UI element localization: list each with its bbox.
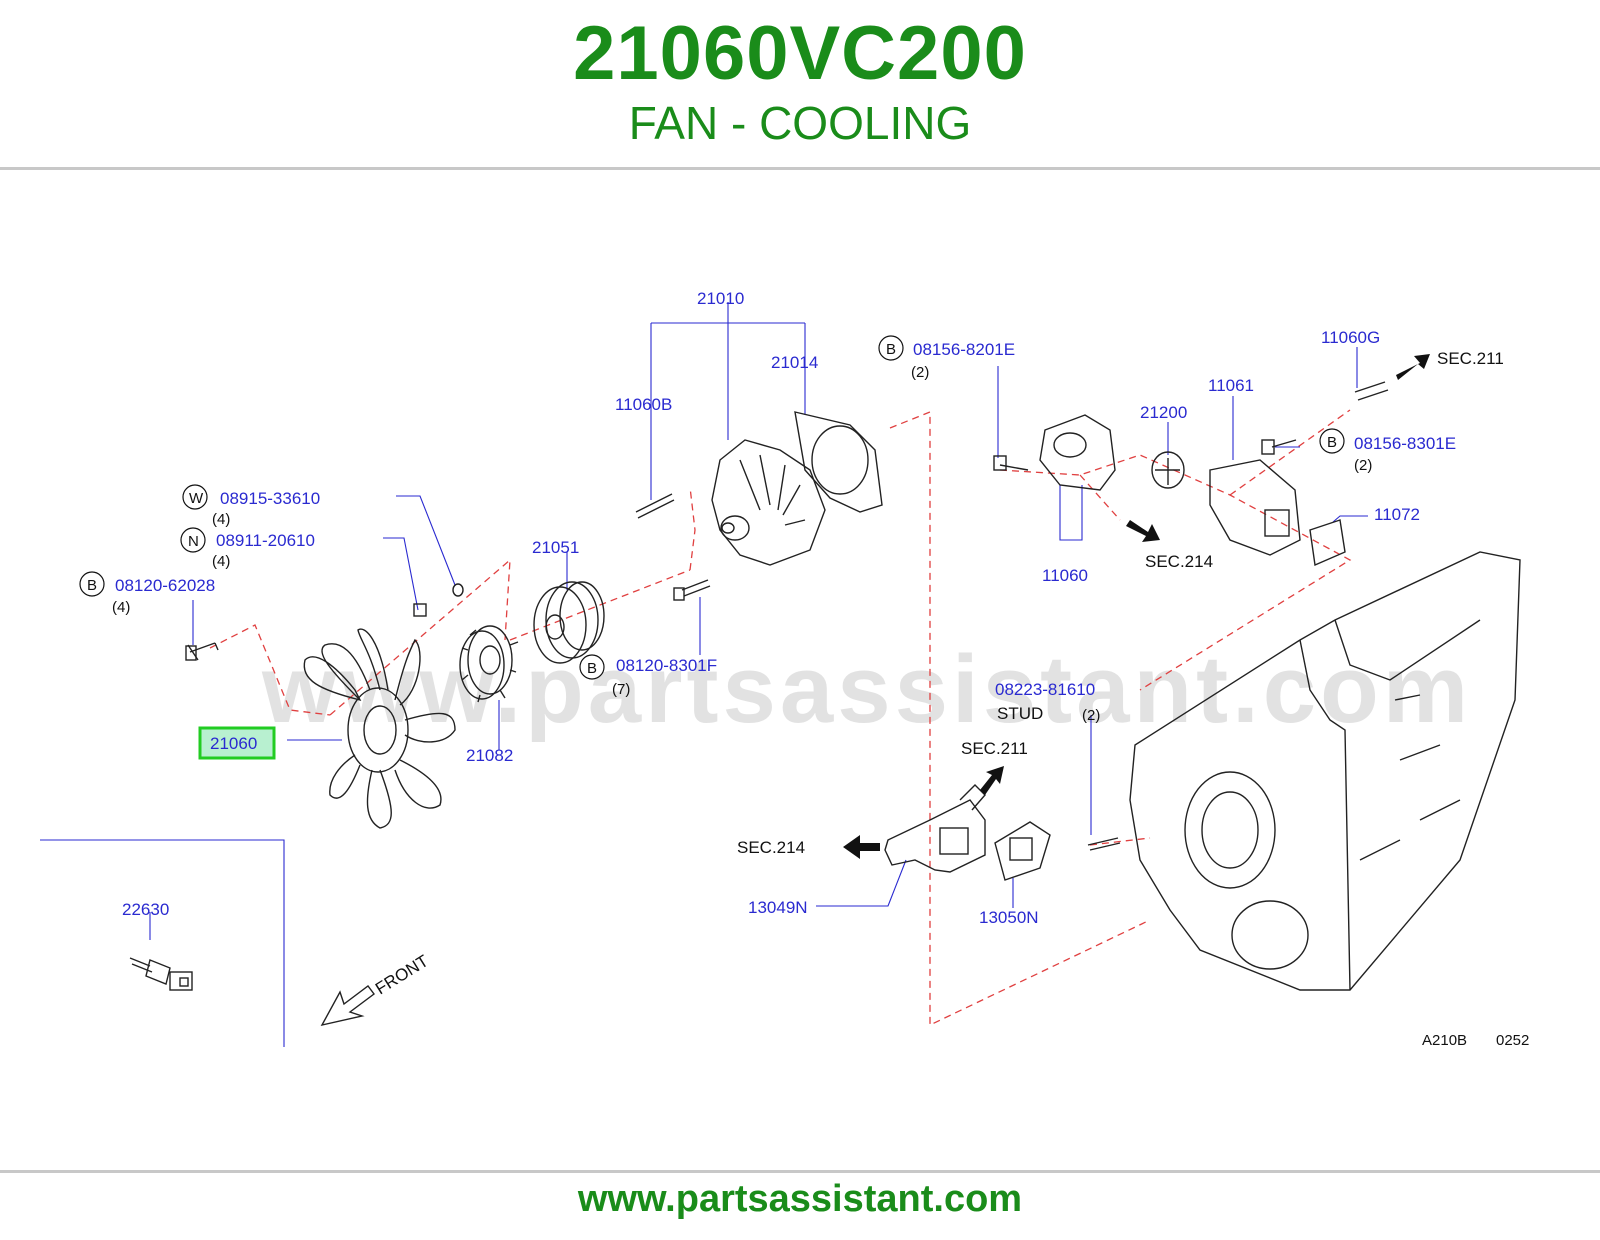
header-divider [0, 167, 1600, 170]
temperature-sensor-drawing [129, 957, 193, 991]
water-pump-drawing [711, 411, 883, 566]
circle-letter-b-3: B [886, 341, 896, 358]
circle-letter-b-4: B [1327, 434, 1337, 451]
part-link-08156-8201E[interactable]: 08156-8201E [913, 340, 1015, 359]
part-link-11061[interactable]: 11061 [1208, 376, 1254, 395]
part-labels: 21010 21014 11060B 21051 21082 21060 226… [115, 289, 1456, 927]
part-link-08156-8301E[interactable]: 08156-8301E [1354, 434, 1456, 453]
part-link-21082[interactable]: 21082 [466, 746, 513, 765]
part-link-11072[interactable]: 11072 [1374, 505, 1420, 524]
circle-letter-b-1: B [87, 577, 97, 594]
part-link-22630[interactable]: 22630 [122, 900, 169, 919]
part-link-21051[interactable]: 21051 [532, 538, 579, 557]
sec214-lower-label[interactable]: SEC.214 [737, 838, 805, 857]
part-link-11060[interactable]: 11060 [1042, 566, 1088, 585]
arrow-sec211-lower-icon [980, 766, 1004, 795]
section-notes: STUD SEC.211 SEC.211 SEC.214 SEC.214 A21… [737, 349, 1529, 1049]
circle-letter-w: W [189, 490, 204, 507]
circle-letter-b-2: B [587, 660, 597, 677]
part-link-21010[interactable]: 21010 [697, 289, 744, 308]
part-link-08911-20610[interactable]: 08911-20610 [216, 531, 315, 550]
circle-markers: W N B B B B [79, 335, 1345, 680]
thermostat-housing-drawing [1039, 414, 1346, 567]
part-link-08915-33610[interactable]: 08915-33610 [220, 489, 320, 508]
part-link-08120-62028[interactable]: 08120-62028 [115, 576, 215, 595]
cooling-fan-drawing [303, 628, 456, 829]
reference-code: A210B [1422, 1032, 1467, 1049]
fan-coupling-drawing [459, 625, 519, 703]
qty-08223: (2) [1082, 707, 1100, 724]
front-arrow-icon [320, 985, 375, 1027]
footer-website-link[interactable]: www.partsassistant.com [577, 1178, 1023, 1220]
arrow-sec214-mid-icon [1126, 520, 1160, 542]
sec211-top-label[interactable]: SEC.211 [1437, 349, 1504, 368]
fasteners-drawing [185, 381, 1389, 851]
pulley-drawing [533, 581, 605, 664]
quantity-labels: (4) (4) (4) (7) (2) (2) (2) [112, 364, 1372, 724]
qty-08911: (4) [212, 553, 230, 570]
qty-08120-62028: (4) [112, 599, 130, 616]
footer-divider [0, 1170, 1600, 1173]
part-link-11060G[interactable]: 11060G [1321, 328, 1380, 347]
part-link-13049N[interactable]: 13049N [748, 898, 808, 917]
qty-08915: (4) [212, 511, 230, 528]
watermark: www.partsassistant.com [261, 636, 1472, 743]
arrow-sec214-lower-icon [843, 835, 880, 859]
assembly-dashed-lines [209, 409, 1352, 1027]
circle-letter-n: N [188, 533, 199, 550]
sec211-lower-label[interactable]: SEC.211 [961, 739, 1028, 758]
qty-08156-8201E: (2) [911, 364, 929, 381]
sec214-mid-label[interactable]: SEC.214 [1145, 552, 1213, 571]
part-link-21200[interactable]: 21200 [1140, 403, 1187, 422]
part-link-21060[interactable]: 21060 [210, 734, 257, 753]
water-outlet-drawing [884, 784, 1051, 881]
highlight-box [198, 726, 276, 760]
part-number-title: 21060VC200 [573, 11, 1027, 96]
front-label: FRONT [372, 951, 432, 998]
part-name-subtitle: FAN - COOLING [628, 97, 972, 149]
reference-number: 0252 [1496, 1032, 1529, 1049]
part-link-21014[interactable]: 21014 [771, 353, 818, 372]
qty-08156-8301E: (2) [1354, 457, 1372, 474]
page-header: 21060VC200 FAN - COOLING [0, 0, 1600, 168]
leader-lines [40, 302, 1368, 1047]
part-link-08120-8301F[interactable]: 08120-8301F [616, 656, 717, 675]
part-link-13050N[interactable]: 13050N [979, 908, 1039, 927]
qty-08120-8301F: (7) [612, 681, 630, 698]
engine-block-drawing [1129, 551, 1521, 991]
part-link-08223-81610[interactable]: 08223-81610 [995, 680, 1095, 699]
part-link-11060B[interactable]: 11060B [615, 395, 672, 414]
stud-label: STUD [997, 704, 1043, 723]
arrow-sec211-top-icon [1396, 354, 1430, 380]
